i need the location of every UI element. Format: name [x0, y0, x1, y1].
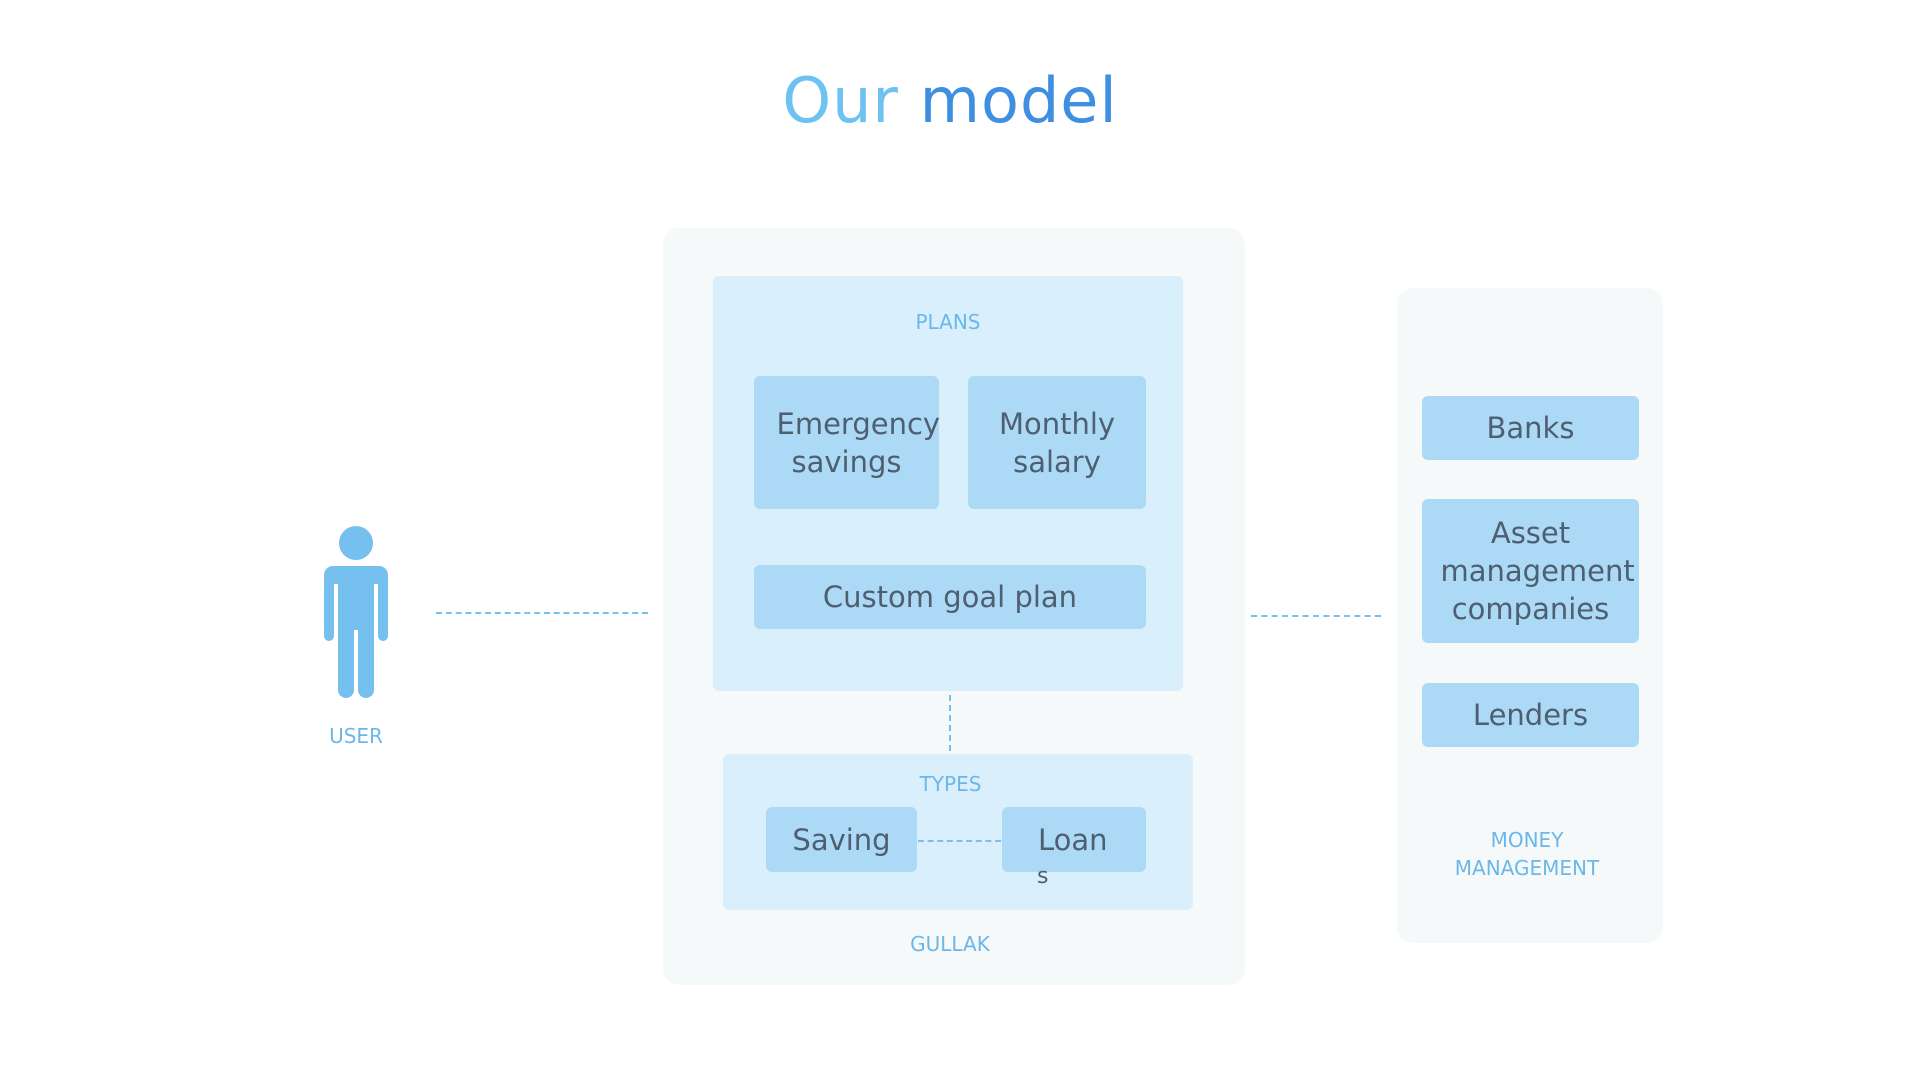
money-connector [1251, 615, 1381, 617]
types-label: TYPES [919, 772, 982, 796]
plan-monthly-salary-label: Monthly salary [998, 406, 1116, 479]
user-connector [436, 612, 648, 614]
type-loan[interactable]: Loan [1002, 807, 1146, 872]
plans-label: PLANS [915, 310, 981, 334]
type-loan-label: Loan [1038, 822, 1108, 857]
plans-types-connector [949, 695, 951, 751]
money-banks[interactable]: Banks [1422, 396, 1639, 460]
gullak-label: GULLAK [910, 932, 990, 956]
saving-loan-connector [918, 840, 1001, 842]
plan-monthly-salary[interactable]: Monthly salary [968, 376, 1146, 509]
person-icon [324, 526, 388, 698]
plan-emergency-savings-label: Emergency savings [776, 406, 941, 479]
money-asset-management[interactable]: Asset management companies [1422, 499, 1639, 643]
money-banks-label: Banks [1486, 411, 1575, 445]
money-management-label: MONEY MANAGEMENT [1454, 828, 1600, 880]
page-title: Our model [0, 64, 1900, 137]
title-word-model: model [919, 64, 1118, 137]
type-saving[interactable]: Saving [766, 807, 917, 872]
title-word-our: Our [782, 64, 899, 137]
money-lenders[interactable]: Lenders [1422, 683, 1639, 747]
user-label: USER [329, 724, 383, 748]
type-saving-label: Saving [792, 822, 891, 857]
money-asset-management-label: Asset management companies [1440, 516, 1635, 626]
plan-custom-goal-label: Custom goal plan [822, 580, 1078, 614]
loan-stray-text: s [1037, 864, 1049, 889]
money-lenders-label: Lenders [1472, 698, 1589, 732]
plan-custom-goal[interactable]: Custom goal plan [754, 565, 1146, 629]
plan-emergency-savings[interactable]: Emergency savings [754, 376, 941, 509]
